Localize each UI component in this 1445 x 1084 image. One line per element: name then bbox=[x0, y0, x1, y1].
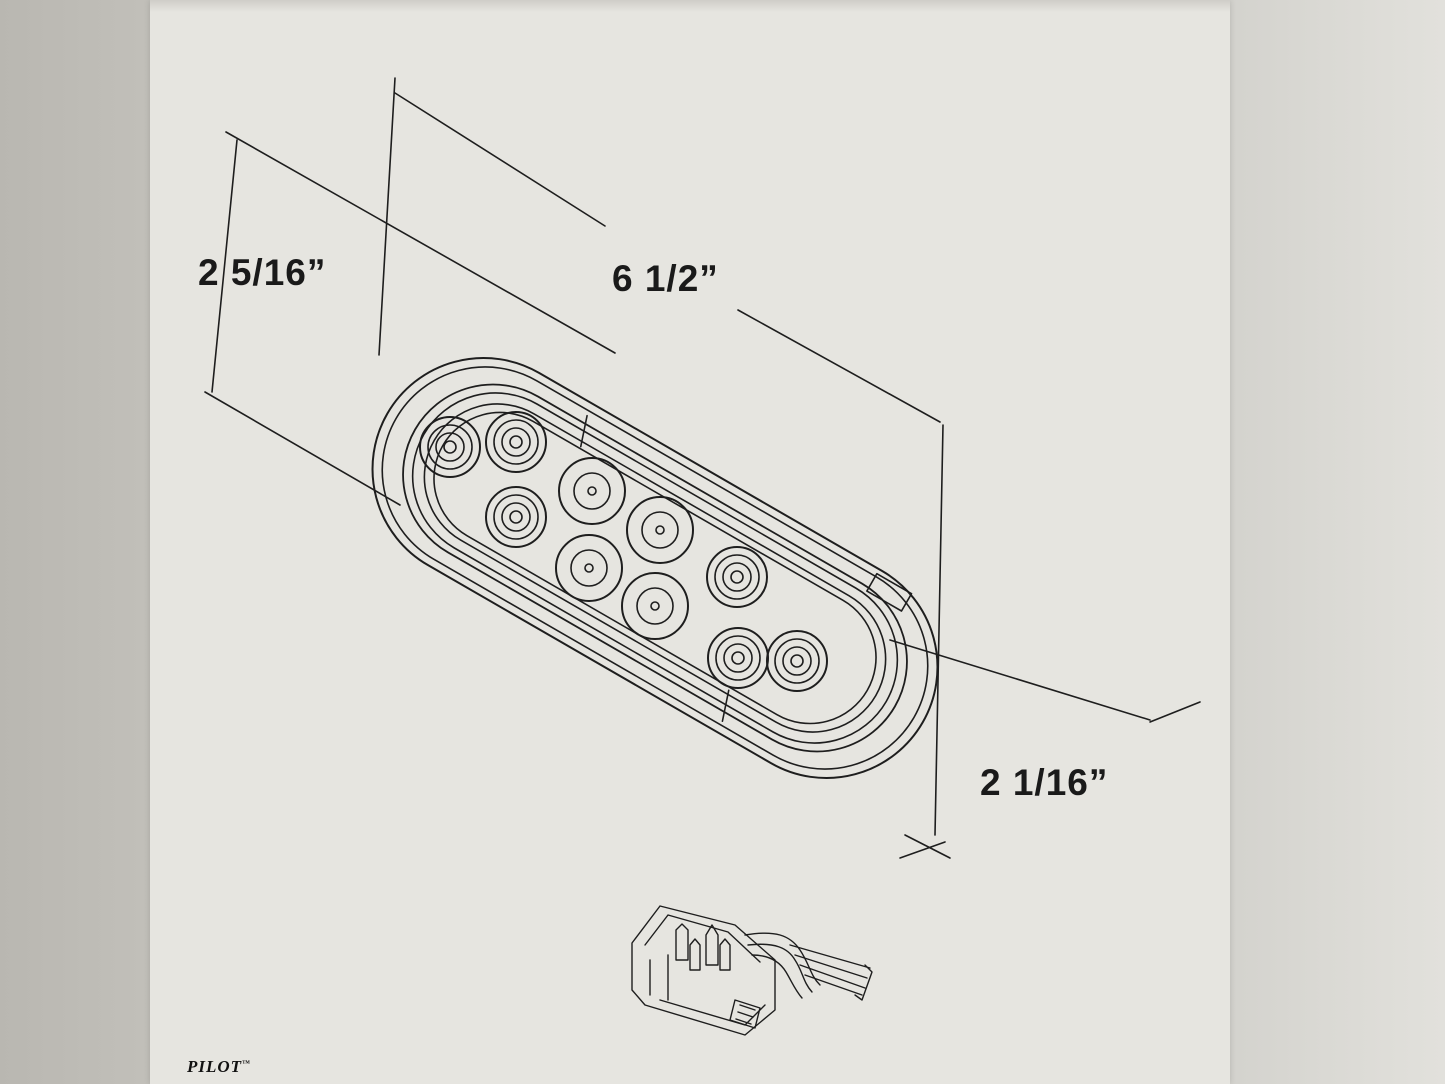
led-2 bbox=[485, 411, 547, 473]
led-array bbox=[419, 411, 828, 692]
led-8 bbox=[706, 546, 768, 608]
length-dimension-lines bbox=[378, 77, 944, 836]
led-6 bbox=[626, 496, 694, 564]
trademark-symbol: ™ bbox=[242, 1058, 252, 1068]
length-dimension-label: 6 1/2” bbox=[612, 258, 719, 299]
connector-plug-drawing bbox=[631, 905, 873, 1036]
height-dimension-lines bbox=[204, 131, 616, 506]
depth-dimension-lines bbox=[889, 639, 1201, 859]
height-dimension-label: 2 5/16” bbox=[198, 252, 327, 293]
led-1 bbox=[419, 416, 481, 478]
led-9 bbox=[707, 627, 769, 689]
oval-lamp-drawing bbox=[371, 357, 939, 779]
depth-dimension-label: 2 1/16” bbox=[980, 762, 1109, 803]
led-4 bbox=[558, 457, 626, 525]
background-right bbox=[1222, 0, 1445, 1084]
card-shadow bbox=[150, 0, 1230, 12]
brand-name: PILOT bbox=[187, 1057, 243, 1076]
led-5 bbox=[555, 534, 623, 602]
led-3 bbox=[485, 486, 547, 548]
led-10 bbox=[766, 630, 828, 692]
brand-logo: PILOT™ bbox=[187, 1057, 251, 1077]
led-7 bbox=[621, 572, 689, 640]
